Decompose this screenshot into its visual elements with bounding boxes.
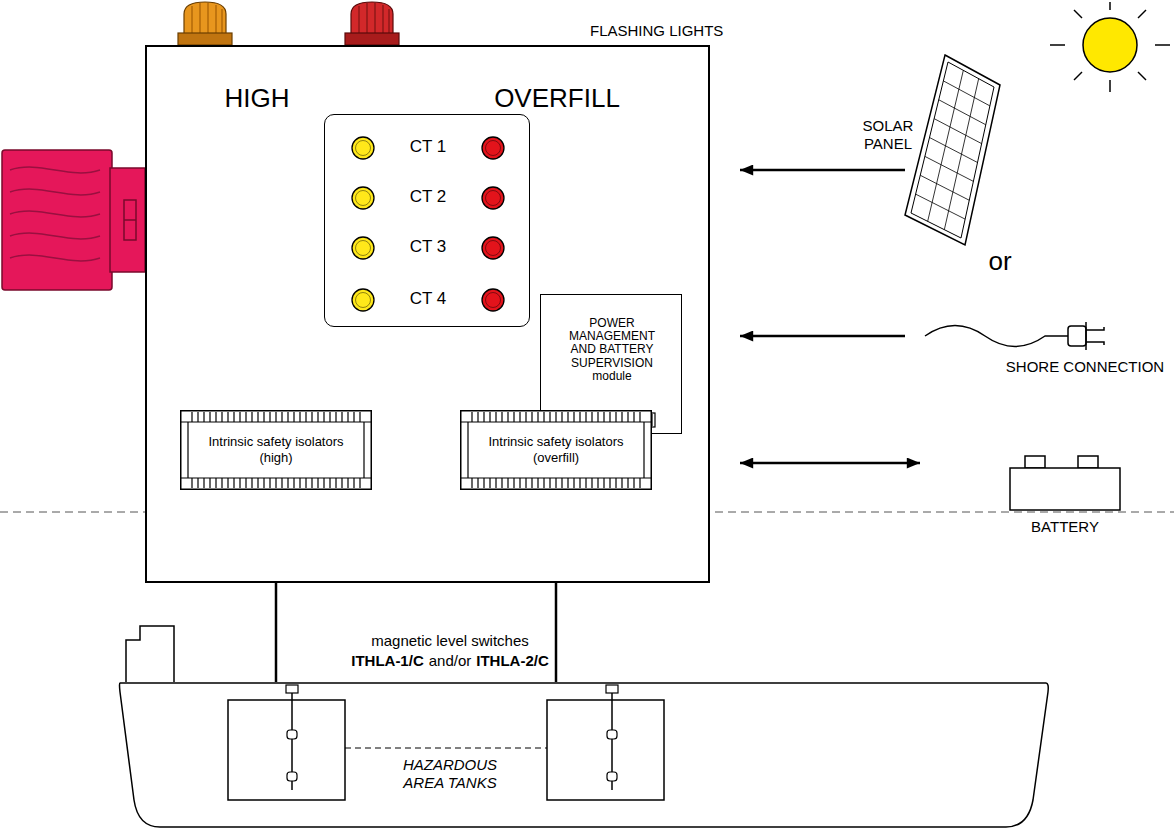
node-text: Intrinsic safety isolators (overfill) (472, 434, 640, 465)
node-text: CT 4 (388, 289, 468, 309)
text-label: magnetic level switches (371, 632, 529, 650)
red-beacon (345, 2, 399, 45)
text-label: ITHLA-1/C (351, 652, 424, 670)
solar-panel-node: SOLAR PANEL (905, 55, 1002, 245)
ship-hull-outline (118, 682, 1050, 830)
node-text: OVERFILL (457, 83, 657, 114)
node-text: SHORE CONNECTION (1000, 358, 1170, 376)
node-text: Intrinsic safety isolators (high) (192, 434, 360, 465)
isolator-module: Intrinsic safety isolators (overfill) (460, 410, 652, 490)
signal-arrow (740, 462, 920, 465)
isolator-module: Intrinsic safety isolators (high) (180, 410, 372, 490)
ship-cabin (126, 626, 174, 682)
node-text: POWER MANAGEMENT AND BATTERY SUPERVISION… (564, 317, 660, 383)
shore-connection-node: SHORE CONNECTION (905, 318, 1167, 380)
node-text: CT 3 (388, 237, 468, 257)
shore-plug (925, 322, 1104, 350)
text-label: or (988, 246, 1011, 277)
node-text: SOLAR PANEL (859, 117, 917, 153)
battery-symbol (1010, 456, 1120, 510)
orange-beacon (178, 2, 232, 45)
ship-hull: HAZARDOUS AREA TANKS (118, 682, 1050, 830)
solar-panel (905, 55, 1000, 245)
node-text: CT 1 (388, 137, 468, 157)
sun (1050, 2, 1170, 92)
battery-node: BATTERY (920, 450, 1125, 542)
signal-arrow (740, 335, 905, 338)
indicator-panel: CT 1 CT 2 CT 3 CT 4 (324, 114, 530, 327)
signal-arrow (740, 169, 905, 172)
node-text: HIGH (177, 83, 337, 114)
node-text: CT 2 (388, 187, 468, 207)
node-text: HAZARDOUS AREA TANKS (390, 756, 510, 792)
siren-horn (2, 150, 145, 290)
control-cabinet: HIGH OVERFILL CT 1 CT 2 CT 3 CT 4 POWER MANAGE… (145, 45, 710, 583)
node-text: BATTERY (1010, 518, 1120, 536)
switch-model-row: ITHLA-1/C and/orITHLA-2/C (300, 652, 600, 670)
text-label: ITHLA-2/C (476, 652, 549, 670)
text-label: and/or (429, 652, 472, 670)
text-label: FLASHING LIGHTS (590, 22, 723, 40)
